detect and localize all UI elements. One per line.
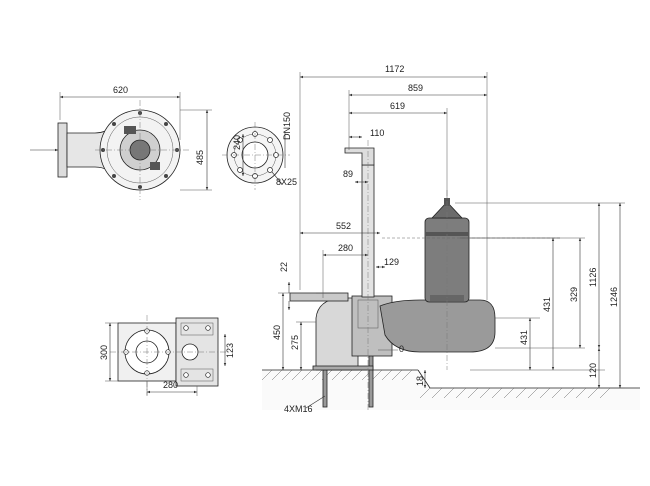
dim-123: 123 [225, 343, 235, 358]
dim-450: 450 [272, 325, 282, 340]
dim-431-lower: 431 [519, 330, 529, 345]
base-plan-view: 300 123 280 [99, 315, 235, 396]
dim-300: 300 [99, 345, 109, 360]
dim-280-side: 280 [338, 243, 353, 253]
dim-110: 110 [370, 128, 384, 138]
dim-552: 552 [336, 221, 351, 231]
dim-89: 89 [343, 169, 353, 179]
dim-619: 619 [390, 101, 405, 111]
side-elevation: 1172 859 619 110 89 552 280 129 22 450 2… [261, 64, 640, 414]
dim-1126: 1126 [588, 268, 598, 287]
top-view: 620 485 [30, 85, 212, 200]
ground-hatching [261, 369, 611, 399]
flange-view: 240 DN150 8X25 [222, 112, 297, 190]
dim-240: 240 [232, 135, 242, 150]
label-8x25: 8X25 [276, 177, 297, 187]
flange-holes [231, 131, 279, 179]
dim-280-base: 280 [163, 380, 178, 390]
label-dn150: DN150 [282, 112, 292, 140]
dim-485: 485 [195, 150, 205, 165]
dim-120: 120 [588, 363, 598, 378]
label-4xm16: 4XM16 [284, 404, 313, 414]
dim-620: 620 [113, 85, 128, 95]
dim-1172: 1172 [385, 64, 404, 74]
dim-18: 18 [415, 376, 425, 386]
dim-0: 0 [399, 344, 404, 354]
dim-431-upper: 431 [542, 297, 552, 312]
pump-volute [379, 299, 496, 353]
dim-129: 129 [384, 257, 399, 267]
dim-275: 275 [290, 335, 300, 350]
dim-22: 22 [279, 262, 289, 272]
dim-1246: 1246 [609, 287, 619, 307]
dim-859: 859 [408, 83, 423, 93]
dim-329: 329 [569, 287, 579, 302]
